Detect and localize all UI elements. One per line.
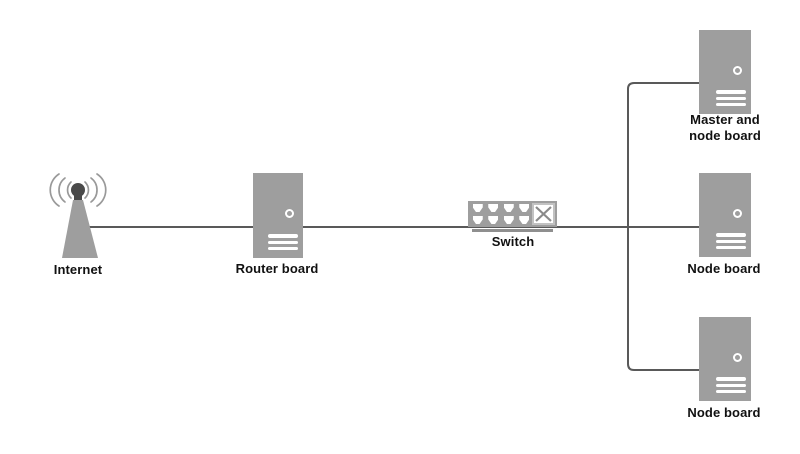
switch-stand bbox=[472, 229, 553, 232]
vents-icon bbox=[716, 230, 746, 249]
internet-label: Internet bbox=[53, 262, 103, 277]
ethernet-ports-icon bbox=[472, 203, 530, 225]
power-button-icon bbox=[733, 66, 742, 75]
router-board-label: Router board bbox=[235, 261, 319, 276]
node-board-icon bbox=[699, 317, 751, 401]
switch-icon bbox=[468, 201, 557, 227]
crossover-icon bbox=[532, 203, 555, 225]
vents-icon bbox=[268, 231, 298, 250]
node-board-label: Node board bbox=[687, 405, 761, 420]
antenna-icon bbox=[49, 173, 107, 258]
power-button-icon bbox=[733, 209, 742, 218]
master-node-board-icon bbox=[699, 30, 751, 114]
power-button-icon bbox=[733, 353, 742, 362]
router-board-icon bbox=[253, 173, 303, 258]
vents-icon bbox=[716, 374, 746, 393]
switch-label: Switch bbox=[491, 234, 535, 249]
node-board-icon bbox=[699, 173, 751, 257]
master-node-board-label: Master and node board bbox=[689, 112, 761, 144]
radio-waves-icon bbox=[49, 173, 107, 207]
node-board-label: Node board bbox=[687, 261, 761, 276]
vents-icon bbox=[716, 87, 746, 106]
power-button-icon bbox=[285, 209, 294, 218]
